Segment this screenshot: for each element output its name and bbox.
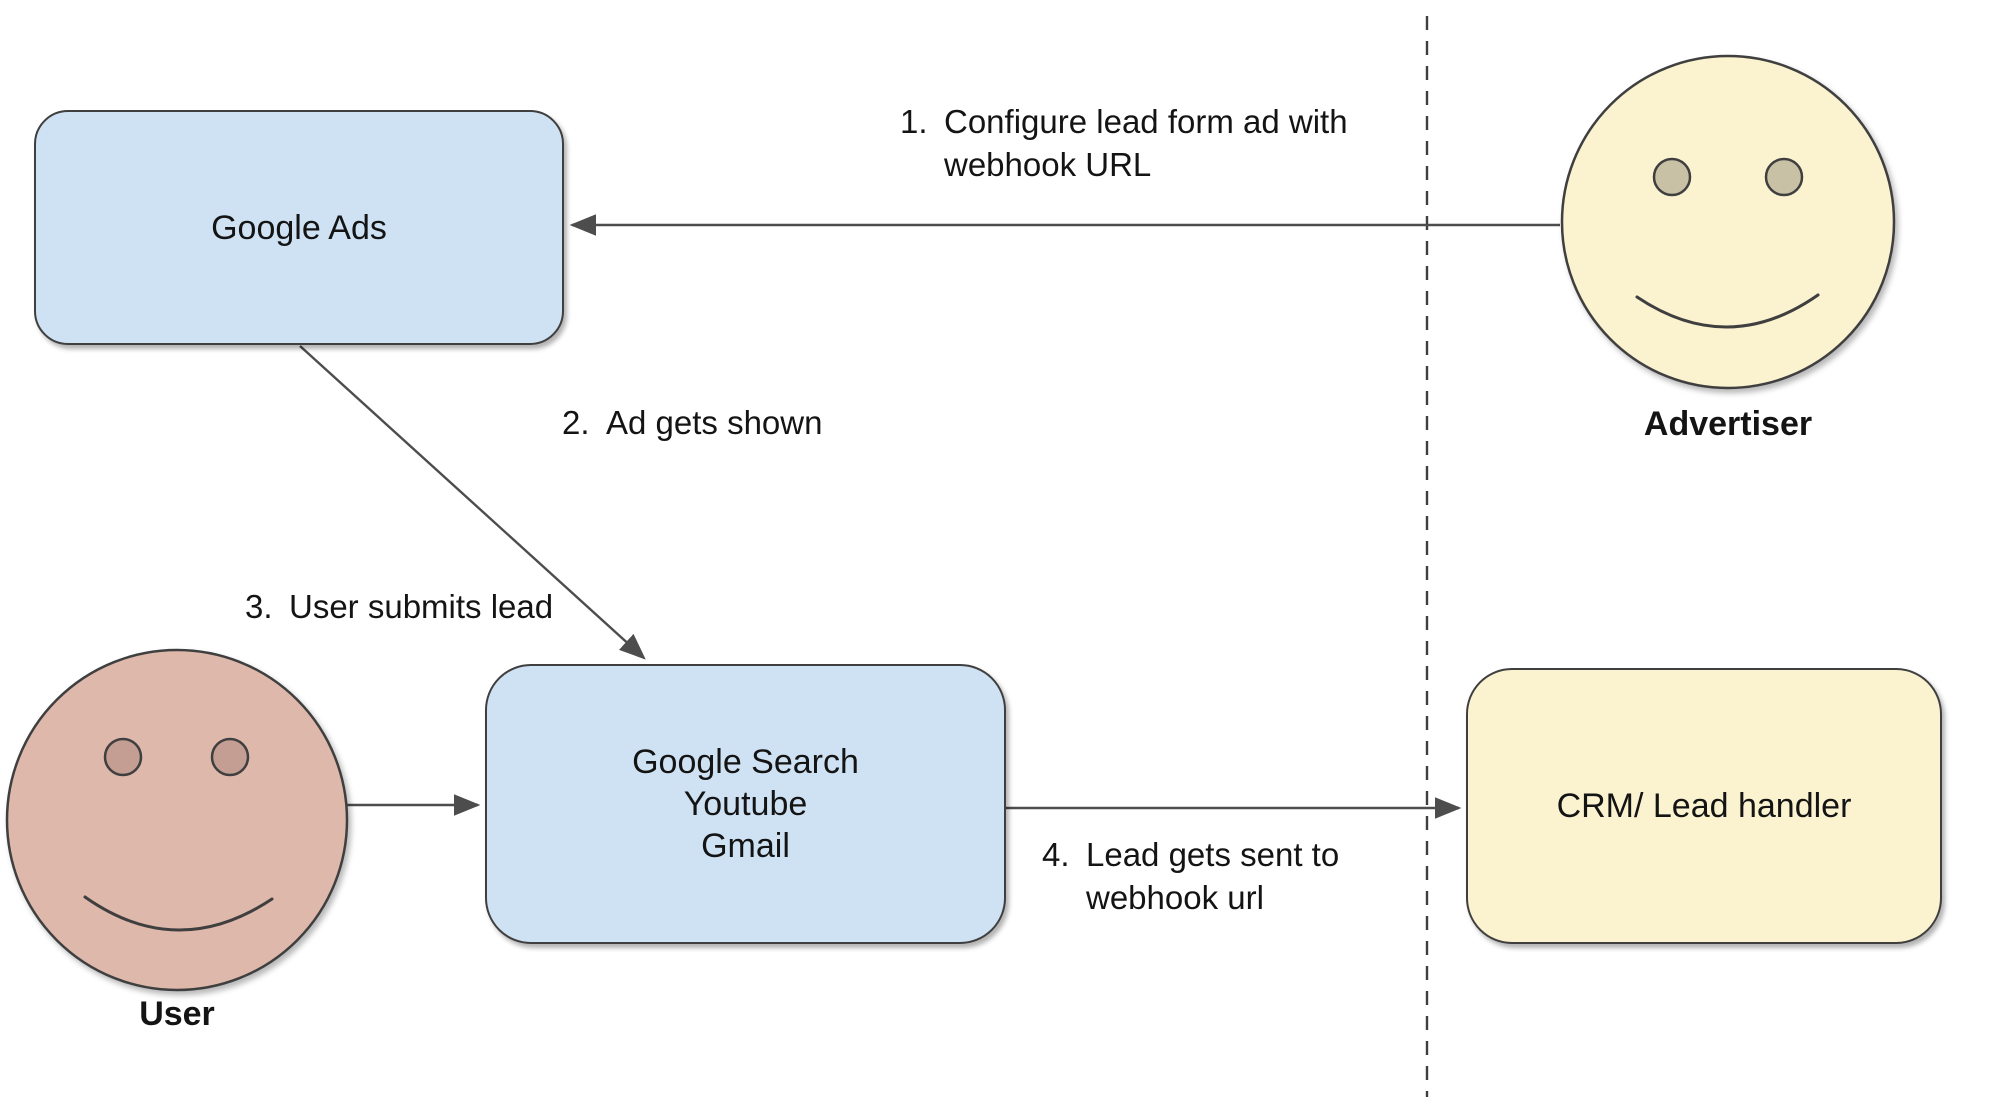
advertiser-caption: Advertiser bbox=[1643, 405, 1813, 443]
node-google-surfaces: Google Search Youtube Gmail bbox=[485, 664, 1006, 944]
node-crm-label: CRM/ Lead handler bbox=[1556, 787, 1852, 825]
step1-line-1: Configure lead form ad with bbox=[944, 103, 1348, 140]
advertiser-head bbox=[1560, 54, 1896, 390]
node-crm-lead-handler: CRM/ Lead handler bbox=[1466, 668, 1942, 944]
step3-number: 3. bbox=[245, 588, 273, 625]
advertiser-smiley-face bbox=[1560, 54, 1896, 390]
node-google-ads: Google Ads bbox=[34, 110, 564, 345]
node-google-ads-label: Google Ads bbox=[211, 208, 387, 247]
user-caption: User bbox=[139, 995, 215, 1033]
advertiser-right-eye bbox=[1764, 157, 1804, 197]
step2-line-1: Ad gets shown bbox=[606, 404, 823, 441]
step3-label: 3. User submits lead bbox=[245, 585, 553, 628]
advertiser-smile bbox=[1635, 293, 1820, 329]
node-google-surfaces-line-2: Youtube bbox=[683, 785, 808, 823]
step2-number: 2. bbox=[562, 404, 590, 441]
node-google-surfaces-line-3: Gmail bbox=[701, 827, 790, 865]
user-left-eye bbox=[103, 737, 143, 777]
step1-number: 1. bbox=[900, 103, 928, 140]
step4-line-1: Lead gets sent to bbox=[1086, 836, 1340, 873]
advertiser-left-eye bbox=[1652, 157, 1692, 197]
step4-number: 4. bbox=[1042, 836, 1070, 873]
user-smiley-face bbox=[5, 648, 349, 992]
step3-line-1: User submits lead bbox=[289, 588, 554, 625]
step1-label: 1. Configure lead form ad with webhook U… bbox=[900, 100, 1348, 186]
arrow-step2-ad-gets-shown bbox=[299, 345, 646, 660]
node-google-surfaces-line-1: Google Search bbox=[632, 743, 859, 781]
user-smile bbox=[83, 895, 274, 932]
step4-line-2: webhook url bbox=[1086, 879, 1264, 916]
step2-label: 2. Ad gets shown bbox=[562, 401, 822, 444]
step1-line-2: webhook URL bbox=[944, 146, 1152, 183]
step4-label: 4. Lead gets sent to webhook url bbox=[1042, 833, 1339, 919]
user-head bbox=[5, 648, 349, 992]
user-right-eye bbox=[210, 737, 250, 777]
